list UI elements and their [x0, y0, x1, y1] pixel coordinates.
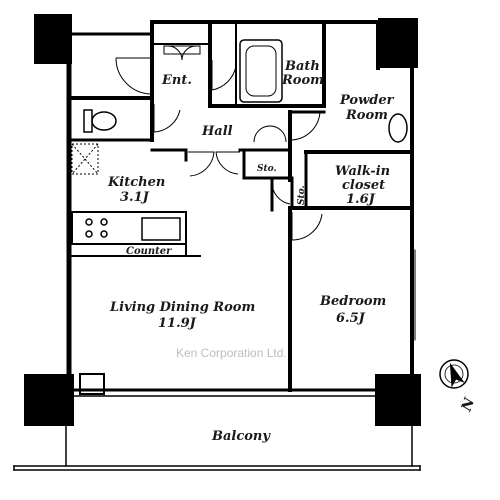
bedroom-size: 6.5J — [336, 311, 366, 326]
counter-label: Counter — [126, 246, 172, 257]
bath-label-1: Bath — [284, 59, 320, 74]
bedroom-label: Bedroom — [319, 294, 386, 309]
column-bottom-right — [375, 374, 421, 426]
watermark: Ken Corporation Ltd. — [176, 346, 287, 360]
balcony-label: Balcony — [211, 429, 271, 444]
living-door — [188, 151, 240, 177]
compass-north-label: N — [458, 395, 478, 415]
bath-label-2: Room — [281, 73, 324, 88]
fridge-space — [71, 143, 99, 175]
storage-label: Sto. — [257, 164, 277, 174]
walkin-label-1: Walk-in — [335, 164, 390, 179]
bedroom-door — [291, 212, 323, 241]
kitchen-size: 3.1J — [120, 190, 150, 205]
stove-burner — [100, 218, 108, 226]
walkin-label-2: closet — [342, 178, 385, 193]
kitchen-label: Kitchen — [107, 175, 165, 190]
doors — [115, 45, 323, 241]
entrance-door — [115, 57, 153, 95]
powder-label-2: Room — [345, 108, 388, 123]
bathtub — [239, 39, 283, 103]
column-top-right — [378, 18, 418, 68]
storage-label: Sto. — [297, 185, 307, 205]
column-bottom-left — [24, 374, 74, 426]
stove-burner — [85, 218, 93, 226]
wash-basin — [388, 113, 408, 143]
living-label: Living Dining Room — [109, 300, 255, 315]
compass: N — [439, 359, 479, 415]
toilet-door — [153, 104, 181, 133]
stove-burner — [85, 230, 93, 238]
hall-label: Hall — [201, 124, 233, 139]
powder-door — [290, 111, 321, 141]
column-top-left — [34, 14, 72, 64]
toilet — [83, 109, 93, 133]
walkin-size: 1.6J — [346, 192, 376, 207]
bath-door — [211, 60, 237, 91]
living-size: 11.9J — [158, 316, 197, 331]
entrance-label: Ent. — [161, 73, 192, 88]
stove-burner — [100, 230, 108, 238]
fixtures — [71, 39, 408, 241]
room-labels: Ent. Bath Room Powder Room Hall Sto. Sto… — [107, 59, 395, 444]
columns — [24, 14, 421, 426]
kitchen-sink — [141, 217, 181, 241]
walls — [13, 20, 421, 471]
powder-label-1: Powder — [339, 93, 395, 108]
compass-icon — [439, 359, 469, 389]
